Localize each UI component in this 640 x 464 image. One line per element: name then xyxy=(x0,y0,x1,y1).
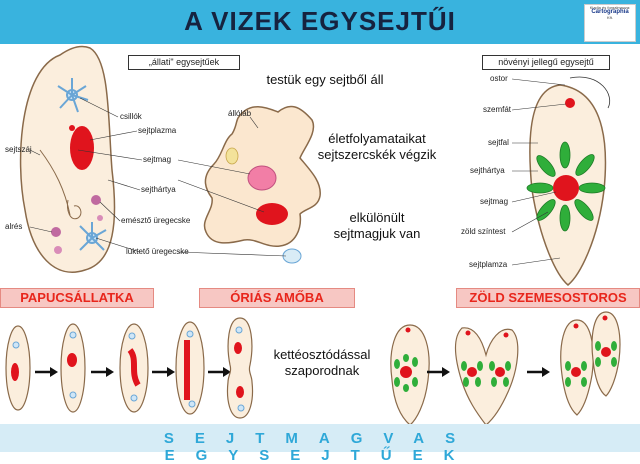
label-pseudopod: állóláb xyxy=(228,109,252,118)
plant-protist-label: növényi jellegű egysejtű xyxy=(482,55,610,70)
label-euglena-nucleus: sejtmag xyxy=(480,197,509,206)
food-vacuole-3 xyxy=(54,246,62,254)
euglena-leader-lines xyxy=(511,78,567,266)
publisher-line1: Kiadja és forgalmazza: xyxy=(589,5,631,10)
label-flagellum: ostor xyxy=(490,74,508,83)
reproduction-text-2: szaporodnak xyxy=(284,363,360,378)
paramecium-illustration xyxy=(19,45,143,273)
contractile-vacuole-top xyxy=(57,78,89,113)
euglena-nucleus xyxy=(553,175,579,201)
header-bar xyxy=(0,0,640,44)
arrow-2 xyxy=(91,367,114,377)
label-food-vacuole: emésztő üregecske xyxy=(121,216,191,225)
label-oral-groove: sejtszáj xyxy=(5,145,32,154)
euglena-illustration xyxy=(511,76,610,286)
cytopharynx xyxy=(67,199,82,220)
label-euglena-cytoplasm: sejtplamza xyxy=(469,260,508,269)
amoeba-food-vacuole xyxy=(247,165,277,191)
reproduction-text-1: kettéosztódással xyxy=(273,347,371,362)
label-cell-wall: sejtfal xyxy=(488,138,509,147)
label-cilia: csillók xyxy=(120,112,142,121)
paramecium-stage-1 xyxy=(5,325,31,411)
food-vacuole-4 xyxy=(97,215,103,221)
banner-paramecium: PAPUCSÁLLATKA xyxy=(0,288,154,308)
fact-nucleus-1: elkülönült xyxy=(349,210,405,225)
banner-euglena: ZÖLD SZEMESOSTOROS xyxy=(456,288,640,308)
amoeba-vacuole xyxy=(225,147,239,165)
amoeba-nucleus xyxy=(256,203,288,225)
illustration-canvas xyxy=(5,45,621,426)
food-vacuole-2 xyxy=(51,227,61,237)
paramecium-stage-5 xyxy=(226,317,254,419)
publisher-name: Cartographia xyxy=(591,9,629,15)
fact-single-cell: testük egy sejtből áll xyxy=(266,72,384,87)
fact-organelles-2: sejtszercskék végzik xyxy=(317,147,437,162)
euglena-stage-3b xyxy=(591,311,621,397)
food-vacuole-1 xyxy=(91,195,101,205)
page-title: A VIZEK EGYSEJTŰI xyxy=(184,6,456,36)
paramecium-division-sequence xyxy=(5,317,254,419)
arrow-3 xyxy=(152,367,175,377)
euglena-chloroplasts xyxy=(526,141,606,232)
fact-organelles-1: életfolyamataikat xyxy=(328,131,426,146)
paramecium-stage-3 xyxy=(119,323,149,413)
footer-bar xyxy=(0,424,640,452)
label-euglena-membrane: sejthártya xyxy=(470,166,505,175)
publisher-logo: Kiadja és forgalmazza: Cartographia Kft. xyxy=(584,4,636,42)
label-chloroplast: zöld színtest xyxy=(461,227,506,236)
contractile-vacuole-bottom xyxy=(79,222,107,251)
amoeba-leader-lines xyxy=(177,116,287,257)
paramecium-stage-4 xyxy=(175,321,205,415)
publisher-line2: Kft. xyxy=(606,15,613,20)
label-membrane: sejthártya xyxy=(141,185,176,194)
euglena-stage-2 xyxy=(455,327,519,426)
paramecium-stage-2 xyxy=(60,323,86,413)
label-eyespot: szemfát xyxy=(483,105,512,114)
arrow-4 xyxy=(208,367,231,377)
paramecium-macronucleus xyxy=(70,126,94,170)
euglena-stage-1 xyxy=(390,324,430,426)
euglena-stage-3a xyxy=(560,319,594,416)
euglena-flagellum xyxy=(569,76,610,109)
label-cytoplasm: sejtplazma xyxy=(138,126,177,135)
fact-nucleus-2: sejtmagjuk van xyxy=(333,226,421,241)
label-nucleus: sejtmag xyxy=(143,155,172,164)
arrow-1 xyxy=(35,367,58,377)
animal-protists-label: „állati" egysejtűek xyxy=(128,55,240,70)
euglena-eyespot xyxy=(565,98,575,108)
banner-amoeba: ÓRIÁS AMŐBA xyxy=(199,288,355,308)
arrow-5 xyxy=(427,367,450,377)
paramecium-oral-groove xyxy=(39,149,71,216)
label-anal-pore: alrés xyxy=(5,222,23,231)
paramecium-micronucleus xyxy=(69,125,75,131)
label-contractile-vacuole: lüktető üregecske xyxy=(126,247,189,256)
arrow-6 xyxy=(527,367,550,377)
amoeba-illustration xyxy=(177,105,321,264)
footer-title: SEJTMAGVAS EGYSEJTŰEK xyxy=(163,430,477,464)
euglena-division-sequence xyxy=(390,311,621,426)
paramecium-leader-lines xyxy=(29,97,143,253)
paramecium-body xyxy=(19,45,116,273)
